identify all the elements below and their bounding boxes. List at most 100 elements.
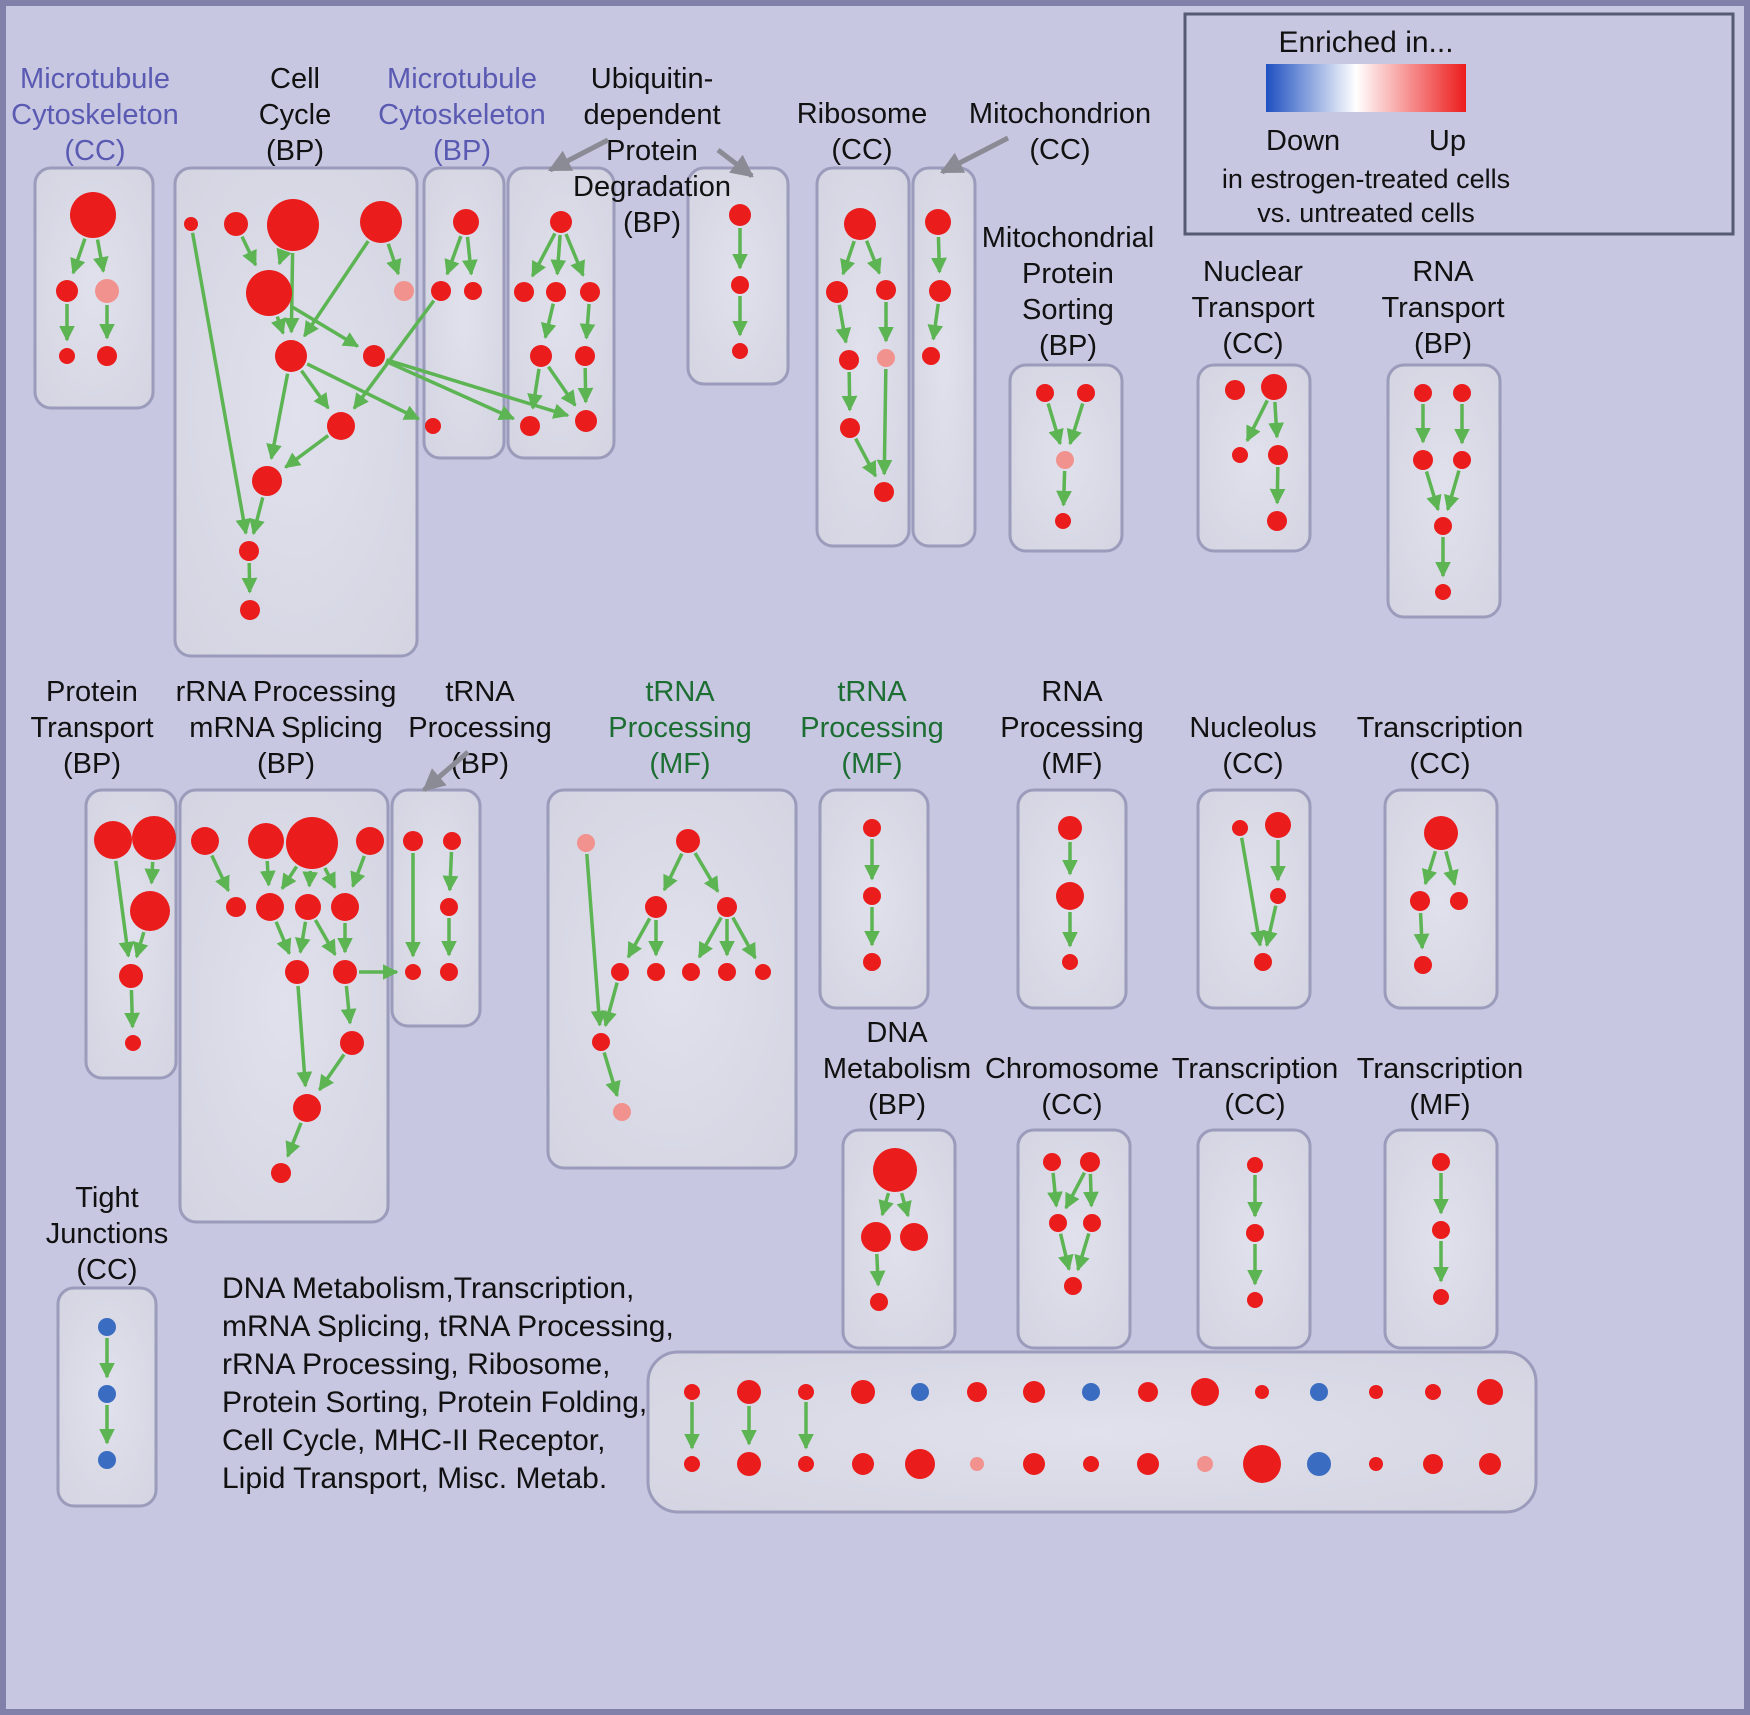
relationship-edge	[878, 1192, 894, 1217]
go-term-node	[1036, 384, 1054, 402]
go-term-node	[363, 345, 385, 367]
go-term-node	[922, 347, 940, 365]
go-term-node	[1453, 451, 1471, 469]
go-term-node	[333, 960, 357, 984]
relationship-edge	[284, 434, 330, 469]
go-term-node	[1056, 882, 1084, 910]
relationship-edge	[296, 985, 313, 1088]
go-term-node	[285, 960, 309, 984]
relationship-edge	[1074, 1233, 1091, 1272]
cluster-label: Nucleolus(CC)	[1189, 712, 1316, 780]
relationship-edge	[266, 373, 290, 460]
relationship-edge	[306, 362, 421, 421]
go-term-node	[1265, 812, 1291, 838]
go-term-node	[184, 217, 198, 231]
relationship-edge	[876, 368, 893, 476]
go-term-node	[360, 201, 402, 243]
go-term-node	[98, 1318, 116, 1336]
cluster-box-rna-transport	[1386, 363, 1502, 619]
go-term-node	[684, 1456, 700, 1472]
go-term-node	[132, 816, 176, 860]
relationship-edge	[1239, 837, 1266, 947]
go-term-node	[852, 1453, 874, 1475]
go-term-node	[1255, 1385, 1269, 1399]
go-term-node	[645, 896, 667, 918]
relationship-edge	[1444, 470, 1461, 512]
go-term-node	[1138, 1382, 1158, 1402]
relationship-edge	[70, 238, 87, 275]
cluster-box-protein-transport	[84, 788, 178, 1080]
cluster-label: Transcription(CC)	[1172, 1053, 1339, 1121]
go-term-node	[577, 834, 595, 852]
go-term-node	[295, 894, 321, 920]
relationship-edge	[854, 437, 878, 478]
go-term-node	[59, 348, 75, 364]
go-term-node	[575, 410, 597, 432]
go-term-node	[1414, 956, 1432, 974]
relationship-edge	[1421, 850, 1438, 886]
go-term-node	[95, 279, 119, 303]
go-term-node	[731, 276, 749, 294]
go-term-node	[1023, 1381, 1045, 1403]
legend-subtitle-line2: vs. untreated cells	[1257, 198, 1475, 228]
relationship-edge	[124, 989, 140, 1029]
go-term-node	[826, 281, 848, 303]
relationship-edge	[249, 497, 265, 536]
relationship-edge	[321, 867, 337, 889]
relationship-edge	[835, 304, 852, 344]
go-term-node	[717, 897, 737, 917]
go-term-node	[737, 1452, 761, 1476]
relationship-edge	[564, 233, 585, 277]
go-term-node	[798, 1384, 814, 1400]
cluster-box-misc-categories	[646, 1350, 1538, 1514]
go-term-node	[1225, 380, 1245, 400]
go-term-node	[275, 340, 307, 372]
relationship-edge	[864, 240, 882, 275]
go-term-node	[246, 270, 292, 316]
go-term-node	[1077, 384, 1095, 402]
go-term-node	[925, 209, 951, 235]
go-term-node	[520, 416, 540, 436]
go-term-node	[1453, 384, 1471, 402]
go-term-node	[1434, 517, 1452, 535]
relationship-edge	[385, 358, 570, 419]
go-term-node	[267, 199, 319, 251]
go-term-node	[546, 282, 566, 302]
cluster-box-chromosome-cc	[1016, 1128, 1132, 1350]
go-term-node	[682, 963, 700, 981]
relationship-edge	[270, 316, 286, 335]
go-term-node	[431, 281, 451, 301]
go-term-node	[530, 345, 552, 367]
go-term-node	[729, 204, 751, 226]
go-term-node	[1083, 1214, 1101, 1232]
go-term-node	[1435, 584, 1451, 600]
relationship-edge	[294, 921, 311, 954]
go-term-node	[870, 1293, 888, 1311]
go-term-node	[1056, 451, 1074, 469]
go-term-node	[967, 1382, 987, 1402]
go-term-node	[1243, 1445, 1281, 1483]
relationship-edge	[927, 303, 944, 341]
legend-down-label: Down	[1266, 125, 1340, 157]
relationship-edge	[352, 299, 436, 410]
cluster-label: Chromosome(CC)	[985, 1053, 1159, 1121]
legend-title: Enriched in...	[1278, 26, 1453, 59]
go-term-node	[863, 887, 881, 905]
relationship-edge	[190, 232, 252, 535]
go-term-node	[592, 1033, 610, 1051]
go-term-node	[863, 819, 881, 837]
go-term-node	[453, 209, 479, 235]
relationship-edge	[540, 303, 557, 340]
go-term-node	[1043, 1153, 1061, 1171]
relationship-edge	[577, 367, 594, 404]
relationship-edge	[442, 851, 459, 892]
go-term-node	[844, 208, 876, 240]
